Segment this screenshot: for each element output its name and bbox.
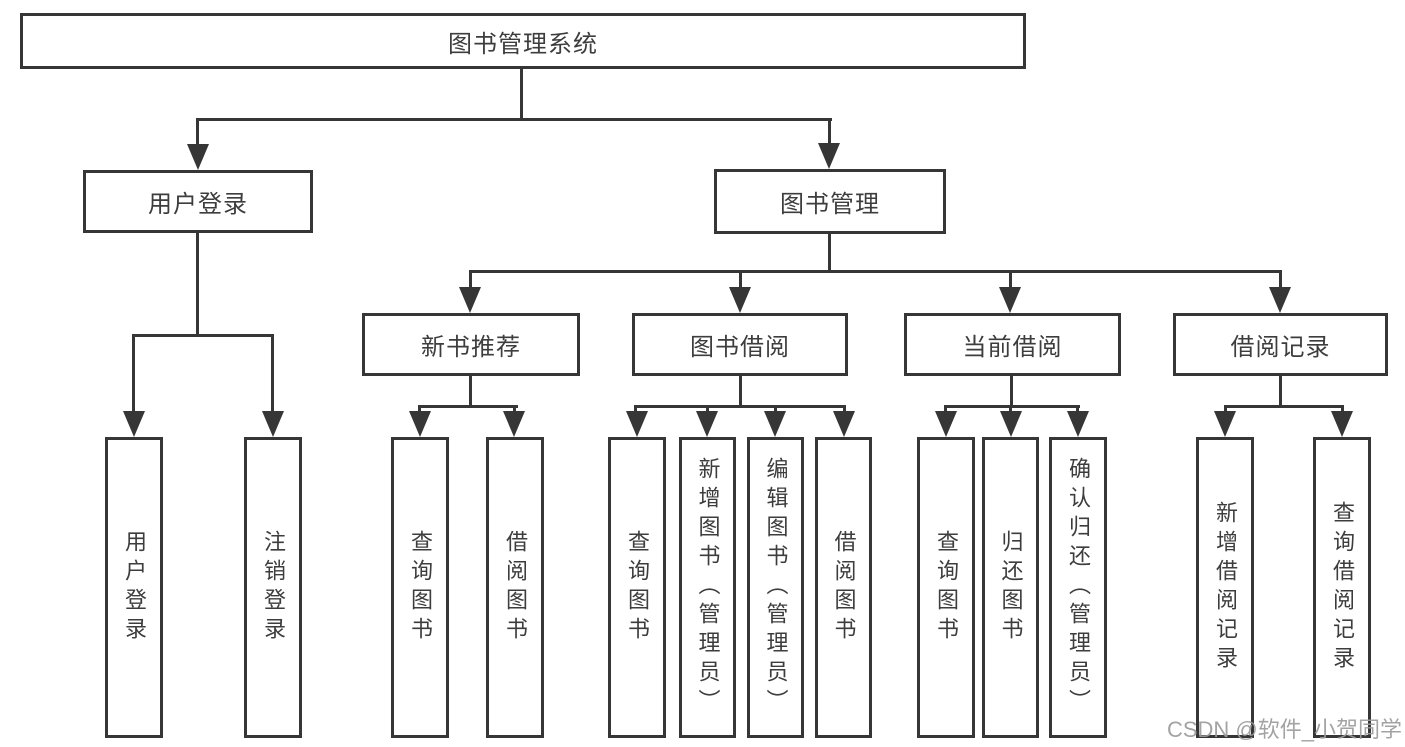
node-user-login: 用户登录 <box>83 170 313 233</box>
connector-line <box>271 334 274 413</box>
leaf-return-book: 归还图书 <box>982 437 1039 738</box>
arrow-down-icon <box>999 287 1021 313</box>
connector-line <box>1009 405 1012 414</box>
arrow-down-icon <box>696 411 718 437</box>
leaf-query-book-recommend: 查询图书 <box>391 437 449 738</box>
connector-line <box>944 405 947 414</box>
connector-line <box>843 405 846 414</box>
arrow-down-icon <box>262 411 284 437</box>
node-new-book-recommend-label: 新书推荐 <box>421 334 521 361</box>
leaf-edit-book-admin: 编辑图书（管理员） <box>747 437 804 738</box>
connector-line <box>1279 376 1282 408</box>
arrow-down-icon <box>833 411 855 437</box>
arrow-down-icon <box>764 411 786 437</box>
arrow-down-icon <box>818 143 840 169</box>
node-current-borrow-label: 当前借阅 <box>962 334 1063 361</box>
connector-line <box>828 118 831 145</box>
connector-line <box>1010 376 1013 408</box>
connector-line <box>196 232 199 337</box>
node-user-login-label: 用户登录 <box>148 191 248 218</box>
connector-line <box>418 405 518 408</box>
connector-line <box>197 118 832 121</box>
leaf-add-borrow-record-label: 新增借阅记录 <box>1213 500 1238 675</box>
leaf-query-borrow-record: 查询借阅记录 <box>1313 437 1371 738</box>
leaf-logout: 注销登录 <box>244 437 302 738</box>
connector-line <box>132 334 274 337</box>
arrow-down-icon <box>503 411 525 437</box>
arrow-down-icon <box>729 287 751 313</box>
connector-line <box>513 405 516 414</box>
connector-line <box>774 405 777 414</box>
node-new-book-recommend: 新书推荐 <box>362 313 580 376</box>
connector-line <box>1341 405 1344 414</box>
leaf-logout-label: 注销登录 <box>261 529 286 646</box>
connector-line <box>739 376 742 408</box>
leaf-add-borrow-record: 新增借阅记录 <box>1196 437 1254 738</box>
leaf-user-login: 用户登录 <box>105 437 163 738</box>
leaf-query-book-borrow: 查询图书 <box>608 437 666 738</box>
leaf-add-book-admin-label: 新增图书（管理员） <box>695 457 721 718</box>
connector-line <box>132 334 135 413</box>
leaf-confirm-return-admin: 确认归还（管理员） <box>1049 437 1107 738</box>
arrow-down-icon <box>459 287 481 313</box>
node-book-borrow: 图书借阅 <box>632 313 848 376</box>
leaf-query-book-current-label: 查询图书 <box>934 529 959 646</box>
leaf-borrow-book-recommend-label: 借阅图书 <box>503 529 528 646</box>
connector-line <box>1009 270 1012 289</box>
leaf-confirm-return-admin-label: 确认归还（管理员） <box>1066 457 1091 718</box>
arrow-down-icon <box>1067 411 1089 437</box>
node-current-borrow: 当前借阅 <box>904 313 1121 376</box>
arrow-down-icon <box>409 411 431 437</box>
connector-line <box>469 270 472 289</box>
arrow-down-icon <box>1269 287 1291 313</box>
leaf-query-book-current: 查询图书 <box>917 437 975 738</box>
connector-line <box>520 69 523 120</box>
leaf-query-book-recommend-label: 查询图书 <box>408 529 433 646</box>
connector-line <box>1224 405 1227 414</box>
connector-line <box>469 270 1282 273</box>
node-book-management-label: 图书管理 <box>780 191 880 218</box>
arrow-down-icon <box>123 411 145 437</box>
watermark: CSDN @软件_小贺同学 <box>1166 717 1402 742</box>
node-book-management: 图书管理 <box>714 169 946 234</box>
connector-line <box>1224 405 1344 408</box>
node-borrow-record: 借阅记录 <box>1173 313 1388 376</box>
arrow-down-icon <box>1214 411 1236 437</box>
leaf-borrow-book-label: 借阅图书 <box>831 529 857 646</box>
arrow-down-icon <box>1331 411 1353 437</box>
arrow-down-icon <box>626 411 648 437</box>
leaf-query-book-borrow-label: 查询图书 <box>625 529 650 646</box>
leaf-user-login-label: 用户登录 <box>122 529 147 646</box>
connector-line <box>196 118 199 146</box>
connector-line <box>634 405 637 414</box>
leaf-edit-book-admin-label: 编辑图书（管理员） <box>763 457 789 718</box>
connector-line <box>828 234 831 273</box>
arrow-down-icon <box>187 144 209 170</box>
leaf-borrow-book-recommend: 借阅图书 <box>486 437 544 738</box>
connector-line <box>1076 405 1079 414</box>
node-borrow-record-label: 借阅记录 <box>1230 334 1331 361</box>
leaf-add-book-admin: 新增图书（管理员） <box>679 437 736 738</box>
connector-line <box>706 405 709 414</box>
connector-line <box>944 405 1080 408</box>
node-root: 图书管理系统 <box>20 13 1026 69</box>
arrow-down-icon <box>1000 411 1022 437</box>
connector-line <box>418 405 421 414</box>
node-root-label: 图书管理系统 <box>448 30 598 58</box>
leaf-borrow-book: 借阅图书 <box>815 437 872 738</box>
connector-line <box>469 376 472 408</box>
node-book-borrow-label: 图书借阅 <box>690 334 790 361</box>
connector-line <box>634 405 846 408</box>
arrow-down-icon <box>935 411 957 437</box>
connector-line <box>739 270 742 289</box>
leaf-return-book-label: 归还图书 <box>998 529 1024 646</box>
connector-line <box>1279 270 1282 289</box>
leaf-query-borrow-record-label: 查询借阅记录 <box>1330 500 1355 675</box>
